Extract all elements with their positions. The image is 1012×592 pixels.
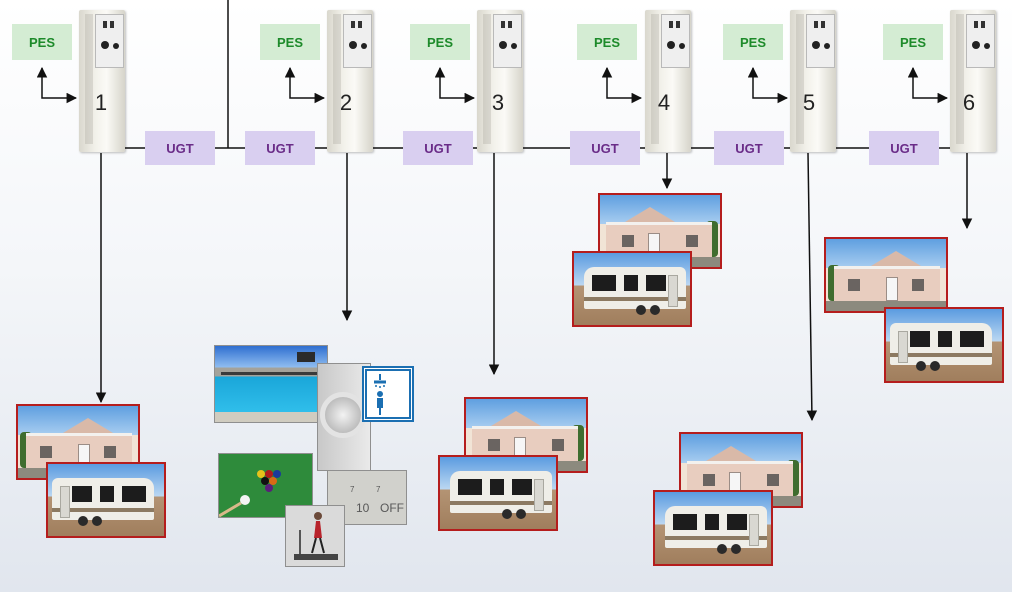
pes-box-2: PES [260,24,320,60]
pes-box-1: PES [12,24,72,60]
ugt-label: UGT [424,140,452,156]
pes-connector-4 [601,66,643,104]
rv-trailer-photo [438,455,558,531]
pes-box-3: PES [410,24,470,60]
pes-label: PES [276,34,303,50]
pes-label: PES [28,34,55,50]
ugt-label: UGT [591,140,619,156]
pes-connector-2 [284,66,326,104]
shuffleboard-number: 7 [376,485,381,494]
shower-icon [362,366,414,422]
ugt-label: UGT [166,140,194,156]
pes-connector-1 [36,66,78,104]
power-pedestal-2 [327,10,373,152]
ugt-label: UGT [735,140,763,156]
pes-connector-6 [907,66,949,104]
rv-trailer-photo [46,462,166,538]
post-number-2: 2 [339,90,353,115]
ugt-box-2: UGT [245,131,315,165]
pes-label: PES [426,34,453,50]
rv-trailer-photo [653,490,773,566]
park-model-house-photo [824,237,948,313]
post-number-1: 1 [94,90,108,115]
shuffleboard-number: 7 [350,485,355,494]
park-model-house-photo [16,404,140,480]
pes-label: PES [899,34,926,50]
shuffleboard-off: OFF [380,501,404,515]
swimming-pool-photo [214,345,328,423]
ugt-box-4: UGT [570,131,640,165]
fitness-treadmill-photo [285,505,345,567]
power-pedestal-4 [645,10,691,152]
rv-trailer-photo [884,307,1004,383]
pes-connector-3 [434,66,476,104]
ugt-box-5: UGT [714,131,784,165]
power-pedestal-5 [790,10,836,152]
power-pedestal-3 [477,10,523,152]
pes-box-4: PES [577,24,637,60]
site-arrow-5 [806,152,818,422]
post-number-5: 5 [802,90,816,115]
ugt-box-6: UGT [869,131,939,165]
laundry-washer-photo [317,363,371,471]
shuffleboard-score: 10 [356,501,370,515]
rv-trailer-photo [572,251,692,327]
rv-site-photo-1 [16,404,168,538]
pes-box-5: PES [723,24,783,60]
pes-label: PES [593,34,620,50]
post-number-4: 4 [657,90,671,115]
post-number-3: 3 [491,90,505,115]
power-pedestal-6 [950,10,996,152]
rv-site-photo-3 [436,397,588,531]
ugt-label: UGT [266,140,294,156]
rv-site-photo-5 [651,432,803,566]
ugt-box-3: UGT [403,131,473,165]
pes-box-6: PES [883,24,943,60]
pes-connector-5 [747,66,789,104]
post-number-6: 6 [962,90,976,115]
ugt-box-1: UGT [145,131,215,165]
ugt-label: UGT [890,140,918,156]
rv-site-photo-6 [824,237,1004,383]
rv-site-photo-4 [570,193,722,327]
pes-label: PES [739,34,766,50]
power-pedestal-1 [79,10,125,152]
